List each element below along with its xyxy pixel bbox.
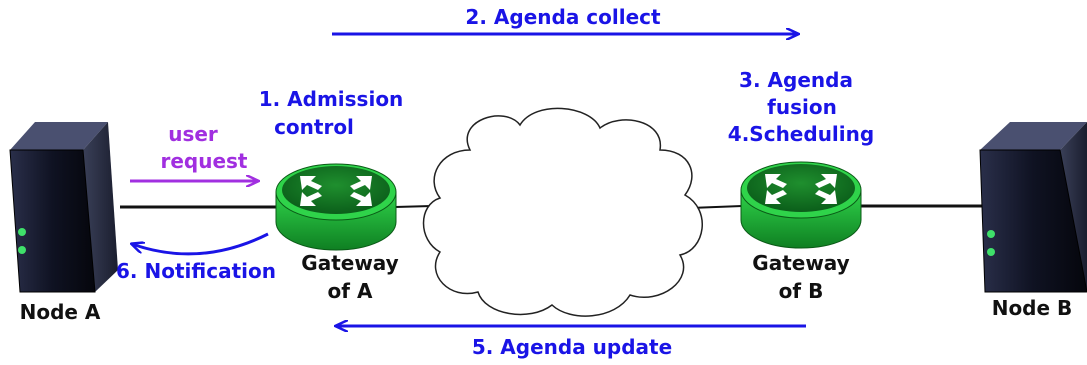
- server-icon: [9, 122, 118, 293]
- gateway-a-label-line2: of A: [328, 279, 373, 303]
- server-icon: [979, 122, 1087, 293]
- gateway-b-label-line2: of B: [779, 279, 824, 303]
- link-gateway-a-cloud: [394, 205, 433, 208]
- gateway-a-label-line1: Gateway: [301, 251, 398, 275]
- step-admission-label-line2: control: [274, 115, 354, 139]
- gateway-b-label-line1: Gateway: [752, 251, 849, 275]
- node-b-label: Node B: [992, 296, 1073, 320]
- node-a-label: Node A: [20, 300, 101, 324]
- notification-arrow: [132, 232, 269, 256]
- user-request-label-line2: request: [160, 149, 247, 173]
- cloud-icon: [422, 107, 703, 317]
- step-admission-label-line1: 1. Admission: [259, 87, 404, 111]
- step-fusion-label-line1: 3. Agenda: [739, 68, 853, 92]
- step-agenda-collect-label: 2. Agenda collect: [465, 5, 661, 29]
- router-icon: [275, 163, 397, 251]
- user-request-label-line1: user: [168, 122, 218, 146]
- step-scheduling-label: 4.Scheduling: [728, 122, 874, 146]
- step-agenda-update-label: 5. Agenda update: [472, 335, 672, 359]
- step-notification-label: 6. Notification: [116, 259, 276, 283]
- step-fusion-label-line2: fusion: [767, 95, 837, 119]
- router-icon: [740, 161, 862, 249]
